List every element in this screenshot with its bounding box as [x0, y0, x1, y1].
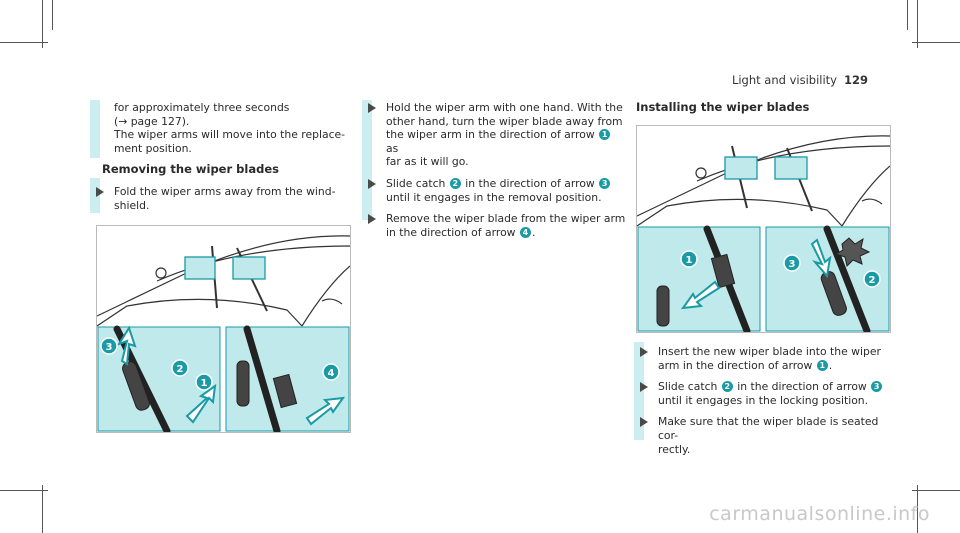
svg-text:1: 1	[201, 378, 208, 389]
step-bullet-icon	[96, 186, 104, 197]
crop-mark	[917, 0, 918, 48]
column-3: Installing the wiper blades	[636, 100, 896, 123]
step-item: Insert the new wiper blade into the wipe…	[636, 345, 896, 372]
callout-1: 1	[680, 250, 698, 268]
svg-text:3: 3	[789, 259, 796, 270]
margin-bar	[90, 100, 100, 158]
step-bullet-icon	[640, 347, 648, 357]
margin-bar	[634, 342, 644, 440]
car-illustration	[97, 235, 350, 327]
car-illustration	[637, 135, 890, 227]
svg-text:3: 3	[106, 342, 113, 353]
step-item: Fold the wiper arms away from the wind- …	[92, 185, 350, 212]
svg-text:1: 1	[686, 255, 693, 266]
arrow-number-badge: 3	[871, 381, 883, 393]
step-bullet-icon	[640, 417, 648, 428]
callout-3: 3	[100, 337, 118, 355]
callout-2: 2	[863, 270, 881, 288]
crop-mark	[912, 42, 960, 43]
svg-text:4: 4	[328, 368, 335, 379]
section-title: Light and visibility	[731, 73, 837, 87]
svg-text:2: 2	[869, 275, 876, 286]
intro-line: ment position.	[114, 141, 192, 155]
step-item: Hold the wiper arm with one hand. With t…	[364, 101, 626, 169]
step-item: Slide catch 2 in the direction of arrow …	[364, 177, 626, 204]
intro-line: The wiper arms will move into the replac…	[114, 128, 346, 142]
intro-line: for approximately three seconds	[114, 101, 290, 114]
arrow-number-badge: 1	[599, 129, 611, 141]
margin-bar	[362, 100, 372, 220]
crop-mark	[42, 0, 43, 48]
step-bullet-icon	[368, 214, 376, 225]
step-item: Slide catch 2 in the direction of arrow …	[636, 380, 896, 407]
column-1: for approximately three seconds (→ page …	[96, 101, 350, 220]
crop-mark	[42, 485, 43, 533]
page-header: Light and visibility 129	[732, 73, 868, 87]
arrow-number-badge: 3	[599, 177, 611, 189]
callout-2: 2	[171, 359, 189, 377]
crop-mark	[0, 42, 48, 43]
watermark: carmanualsonline.info	[709, 503, 930, 525]
intro-line: (→ page 127).	[114, 114, 190, 128]
crop-mark	[917, 485, 918, 533]
arrow-number-badge: 4	[519, 226, 531, 238]
section-heading: Removing the wiper blades	[102, 162, 279, 177]
catch-number-badge: 2	[721, 381, 733, 393]
margin-bar	[90, 178, 100, 213]
step-item: Make sure that the wiper blade is seated…	[636, 415, 896, 456]
crop-mark	[52, 0, 53, 30]
page-number: 129	[843, 73, 868, 87]
svg-text:2: 2	[177, 364, 184, 375]
arrow-number-badge: 1	[816, 359, 828, 371]
crop-mark	[912, 490, 960, 491]
step-bullet-icon	[640, 382, 648, 393]
crop-mark	[0, 490, 48, 491]
callout-1: 1	[195, 373, 213, 391]
section-heading: Installing the wiper blades	[636, 100, 810, 114]
crop-mark	[907, 0, 908, 30]
figure-installing-wiper-blades: 1 3 2	[636, 125, 891, 333]
column-3-steps: Insert the new wiper blade into the wipe…	[636, 345, 896, 464]
step-item: Remove the wiper blade from the wiper ar…	[364, 212, 626, 239]
catch-number-badge: 2	[449, 177, 461, 189]
step-bullet-icon	[368, 103, 376, 113]
callout-3: 3	[783, 254, 801, 272]
step-bullet-icon	[368, 178, 376, 189]
column-2: Hold the wiper arm with one hand. With t…	[364, 101, 626, 247]
figure-removing-wiper-blades: 3 2 1 4	[96, 225, 351, 433]
callout-4: 4	[322, 363, 340, 381]
